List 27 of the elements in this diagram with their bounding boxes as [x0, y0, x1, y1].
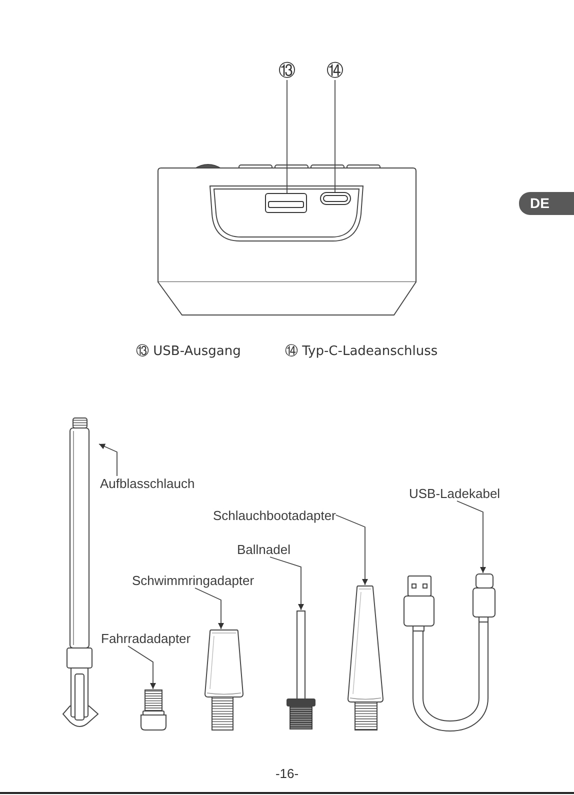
leader-arrow — [335, 514, 368, 586]
page-number: -16- — [275, 766, 299, 782]
legend-text: ⑬ USB-Ausgang — [136, 344, 241, 360]
leader-arrow — [98, 444, 118, 476]
leader-line — [334, 80, 336, 192]
leader-arrow — [194, 588, 224, 630]
part-label: Ballnadel — [237, 542, 290, 557]
valve-adapter-drawing — [140, 689, 167, 731]
usb-port — [265, 193, 307, 213]
leader-arrow — [270, 556, 304, 610]
part-label: Schwimmringadapter — [132, 573, 254, 588]
leader-arrow — [456, 500, 486, 574]
legend-text: ⑭ Typ-C-Ladeanschluss — [285, 344, 438, 360]
usb-cable-drawing — [403, 573, 497, 732]
part-label: Schlauchbootadapter — [213, 508, 336, 523]
leader-line — [286, 80, 288, 194]
language-tab: DE — [519, 192, 574, 215]
part-label: USB-Ladekabel — [409, 486, 500, 501]
leader-arrow — [128, 646, 156, 690]
needle-drawing — [286, 610, 316, 730]
cone-adapter-drawing — [204, 629, 244, 731]
part-label: Aufblasschlauch — [100, 476, 195, 491]
usb-c-port — [320, 192, 351, 205]
callout-number: ⑭ — [326, 62, 344, 80]
cone-adapter-drawing — [347, 585, 384, 731]
callout-number: ⑬ — [278, 62, 296, 80]
part-label: Fahrradadapter — [101, 631, 191, 646]
